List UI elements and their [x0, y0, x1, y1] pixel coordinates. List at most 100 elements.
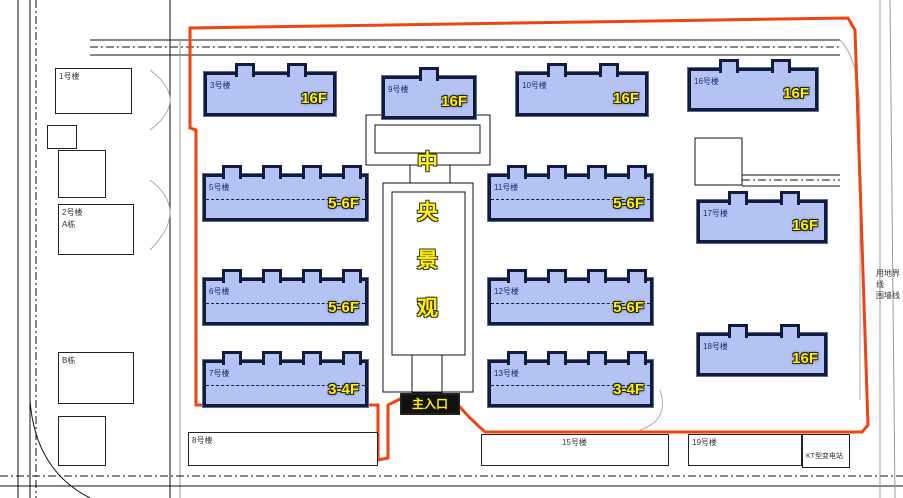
building-dash-line [206, 385, 365, 386]
building-core-tab [262, 269, 282, 283]
building-core-tab [342, 165, 362, 179]
building-core-tab [587, 165, 607, 179]
building-core-tab [507, 351, 527, 365]
floor-label: 5-6F [613, 195, 644, 212]
building-2: 2号楼 A栋 [58, 204, 134, 255]
building-core-tab [222, 269, 242, 283]
floor-label: 16F [441, 93, 467, 110]
building-19: 19号楼 [688, 434, 802, 466]
building-core-tab [342, 351, 362, 365]
land-boundary-label: 用地界线 [876, 269, 900, 289]
floor-label: 3-4F [613, 381, 644, 398]
building-core-tab [728, 191, 748, 205]
building-label: 12号楼 [494, 287, 519, 296]
floor-label: 5-6F [613, 299, 644, 316]
building-12: 12号楼 5-6F [488, 269, 653, 325]
floor-label: 16F [792, 350, 818, 367]
building-core-tab [719, 59, 739, 73]
ancillary-block [47, 125, 77, 149]
building-core-tab [547, 165, 567, 179]
building-13: 13号楼 3-4F [488, 351, 653, 407]
building-1: 1号楼 [55, 68, 132, 114]
building-core-tab [547, 63, 567, 77]
building-label: 5号楼 [209, 183, 230, 192]
building-11: 11号楼 5-6F [488, 165, 653, 221]
building-label: 9号楼 [388, 85, 409, 94]
building-label: 2号楼 [62, 208, 83, 217]
building-core-tab [235, 63, 255, 77]
building-9: 9号楼 16F [382, 67, 476, 119]
building-core-tab [342, 269, 362, 283]
wall-line-label: 围墙线 [876, 291, 900, 300]
building-label: 16号楼 [694, 77, 719, 86]
building-core-tab [627, 165, 647, 179]
building-core-tab [507, 165, 527, 179]
building-15: 15号楼 [481, 434, 669, 466]
floor-label: 16F [613, 90, 639, 107]
building-label: 8号楼 [192, 436, 213, 445]
floor-label: 16F [301, 90, 327, 107]
building-core-tab [507, 269, 527, 283]
building-core-tab [222, 165, 242, 179]
landscape-char: 央 [417, 201, 438, 224]
main-entrance-label: 主入口 [400, 393, 460, 415]
building-6: 6号楼 5-6F [203, 269, 368, 325]
building-core-tab [627, 351, 647, 365]
building-core-tab [547, 269, 567, 283]
building-label: 10号楼 [522, 81, 547, 90]
building-core-tab [222, 351, 242, 365]
building-label: 6号楼 [209, 287, 230, 296]
building-3: 3号楼 16F [204, 63, 336, 116]
building-core-tab [780, 324, 800, 338]
building-8: 8号楼 [188, 432, 378, 466]
building-label: 11号楼 [494, 183, 519, 192]
building-dash-line [491, 385, 650, 386]
floor-label: 5-6F [328, 195, 359, 212]
building-core-tab [547, 351, 567, 365]
building-core-tab [587, 351, 607, 365]
building-18: 18号楼 16F [697, 324, 827, 376]
building-dash-line [491, 303, 650, 304]
building-core-tab [419, 67, 439, 81]
building-core-tab [627, 269, 647, 283]
building-dash-line [206, 303, 365, 304]
landscape-char: 景 [417, 249, 438, 272]
building-dash-line [491, 199, 650, 200]
building-core-tab [771, 59, 791, 73]
floor-label: 5-6F [328, 299, 359, 316]
floor-label: 16F [783, 85, 809, 102]
building-b: B栋 [58, 352, 134, 404]
building-label: 13号楼 [494, 369, 519, 378]
building-core-tab [599, 63, 619, 77]
building-label: 15号楼 [562, 438, 587, 447]
ancillary-block [58, 150, 106, 198]
substation: KT型变电站 [802, 434, 850, 468]
building-5: 5号楼 5-6F [203, 165, 368, 221]
building-core-tab [302, 165, 322, 179]
building-core-tab [287, 63, 307, 77]
building-core-tab [780, 191, 800, 205]
building-label: 3号楼 [210, 81, 231, 90]
building-label: A栋 [62, 220, 76, 229]
building-label: 19号楼 [692, 438, 717, 447]
ancillary-block [58, 416, 106, 466]
building-label: B栋 [62, 356, 76, 365]
building-7: 7号楼 3-4F [203, 351, 368, 407]
building-label: 7号楼 [209, 369, 230, 378]
floor-label: 3-4F [328, 381, 359, 398]
floor-label: 16F [792, 217, 818, 234]
building-core-tab [262, 165, 282, 179]
building-label: 1号楼 [59, 72, 80, 81]
building-10: 10号楼 16F [516, 63, 648, 116]
building-16: 16号楼 16F [688, 59, 818, 111]
building-label: 18号楼 [703, 342, 728, 351]
building-core-tab [262, 351, 282, 365]
building-core-tab [302, 351, 322, 365]
landscape-char: 中 [417, 151, 438, 174]
building-core-tab [302, 269, 322, 283]
building-core-tab [587, 269, 607, 283]
building-core-tab [728, 324, 748, 338]
